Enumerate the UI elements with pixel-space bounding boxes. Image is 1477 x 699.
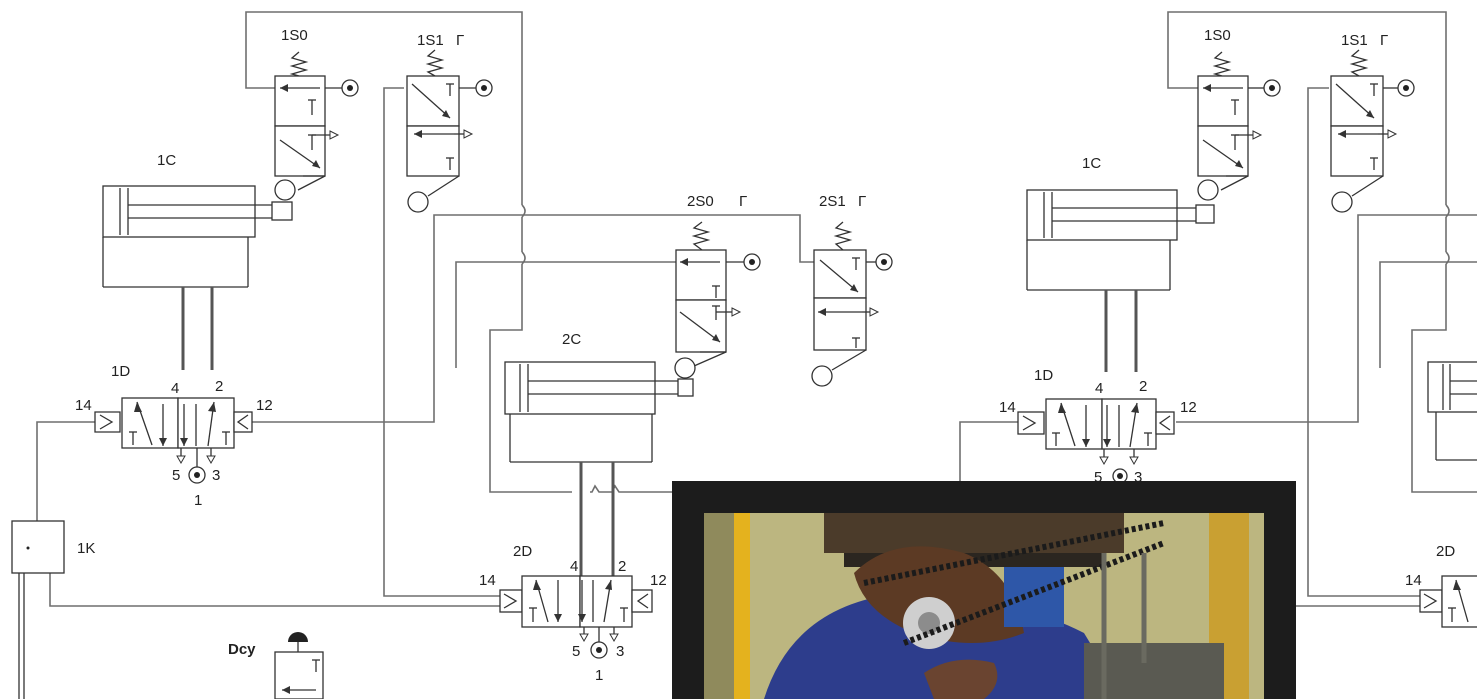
cylinder-1C-right (1026, 189, 1215, 372)
label-1K: 1K (77, 540, 95, 557)
port-2: 2 (215, 378, 223, 395)
port-4: 4 (1095, 380, 1103, 397)
roller-mark-icon: Γ (858, 193, 866, 210)
air-lines-right (959, 11, 1477, 607)
label-2D-right: 2D (1436, 543, 1455, 560)
label-1S1-left: 1S1 (417, 32, 444, 49)
port-14: 14 (1405, 572, 1422, 589)
port-3: 3 (212, 467, 220, 484)
port-4: 4 (171, 380, 179, 397)
valve-1S1-right (1330, 49, 1415, 213)
photo-inset-frame (672, 481, 1296, 699)
valve-2S1 (811, 221, 893, 387)
label-2C: 2C (562, 331, 581, 348)
port-1: 1 (595, 667, 603, 684)
valve-1S0-left (274, 51, 359, 201)
label-1S1-right: 1S1 (1341, 32, 1368, 49)
label-1D-left: 1D (111, 363, 130, 380)
port-14: 14 (999, 399, 1016, 416)
port-2: 2 (618, 558, 626, 575)
label-1C-left: 1C (157, 152, 176, 169)
port-14: 14 (479, 572, 496, 589)
port-14: 14 (75, 397, 92, 414)
port-3: 3 (616, 643, 624, 660)
valve-2S0 (674, 221, 761, 379)
diagram-labels: 1S0 1S1 1C 1D 1K 2S0 2S1 2C 2D Dcy 1S0 1… (75, 27, 1455, 684)
cylinder-2C (504, 361, 694, 580)
label-2S1: 2S1 (819, 193, 846, 210)
air-lines-left (36, 11, 815, 607)
valve-1S1-left (406, 49, 493, 213)
valve-2D-right-partial (1419, 575, 1477, 628)
valve-1D-left (94, 397, 253, 484)
roller-mark-icon: Γ (1380, 32, 1388, 49)
photo-inset (704, 513, 1264, 699)
cylinder-1C-left (102, 185, 293, 370)
label-2S0: 2S0 (687, 193, 714, 210)
label-2D: 2D (513, 543, 532, 560)
valve-1S0-right (1197, 51, 1281, 201)
port-5: 5 (1094, 469, 1102, 486)
port-5: 5 (172, 467, 180, 484)
port-12: 12 (650, 572, 667, 589)
port-5: 5 (572, 643, 580, 660)
dcy-button (274, 632, 324, 699)
relay-1K (11, 520, 65, 699)
valve-2D (499, 575, 653, 659)
roller-mark-icon: Γ (739, 193, 747, 210)
valve-1D-right (1017, 398, 1175, 484)
label-1D-right: 1D (1034, 367, 1053, 384)
label-Dcy: Dcy (228, 641, 256, 658)
label-1S0-left: 1S0 (281, 27, 308, 44)
port-12: 12 (256, 397, 273, 414)
label-1S0-right: 1S0 (1204, 27, 1231, 44)
photo-illustration (704, 513, 1264, 699)
port-3: 3 (1134, 469, 1142, 486)
label-1C-right: 1C (1082, 155, 1101, 172)
port-12: 12 (1180, 399, 1197, 416)
cylinder-2C-right-partial (1427, 361, 1477, 461)
roller-mark-icon: Γ (456, 32, 464, 49)
port-2: 2 (1139, 378, 1147, 395)
port-1: 1 (194, 492, 202, 509)
port-4: 4 (570, 558, 578, 575)
